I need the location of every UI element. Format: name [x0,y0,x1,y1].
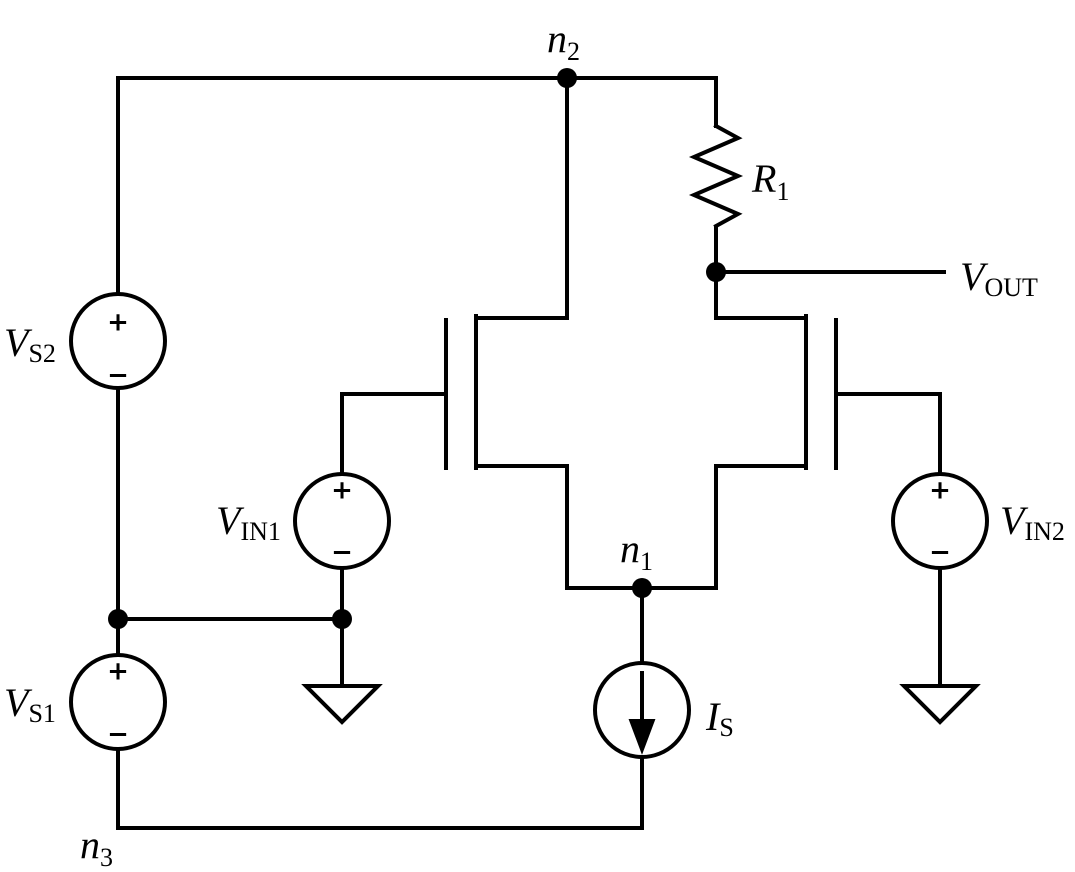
current-source-is [593,661,691,759]
ground-symbol-right [899,684,981,725]
plus-sign: + [107,308,129,338]
minus-sign: − [107,720,129,750]
ground-symbol-left [301,684,383,725]
minus-sign: − [929,538,951,568]
label-vin2: VIN2 [1000,498,1065,546]
label-r1: R1 [751,156,789,206]
label-vout: VOUT [960,254,1038,302]
minus-sign: − [331,538,353,568]
wire-vin1-gate [340,392,448,476]
label-n1: n1 [620,526,653,576]
voltage-source-vin2: + − [891,472,989,570]
junction-left [108,609,128,629]
label-n3: n3 [80,822,113,872]
junction-vout [706,262,726,282]
arrow-down-icon [628,719,656,755]
wire-n2-drain1 [474,76,569,320]
resistor-r1 [688,123,744,229]
label-is: IS [705,694,734,742]
label-vs1: VS1 [4,680,56,728]
plus-sign: + [107,657,129,687]
voltage-source-vin1: + − [293,472,391,570]
voltage-source-vs1: + − [69,653,167,751]
voltage-source-vs2: + − [69,292,167,391]
junction-n2 [557,68,577,88]
wires [116,76,946,830]
wire-gate2-vin2 [834,392,942,476]
wire-bottom-rail [116,748,644,830]
plus-sign: + [331,476,353,506]
minus-sign: − [107,361,129,391]
junction-n1 [632,578,652,598]
wire-drain2-vout [714,226,808,320]
label-vin1: VIN1 [216,498,281,546]
label-vs2: VS2 [4,320,56,368]
junction-ground [332,609,352,629]
label-n2: n2 [547,16,580,66]
plus-sign: + [929,476,951,506]
